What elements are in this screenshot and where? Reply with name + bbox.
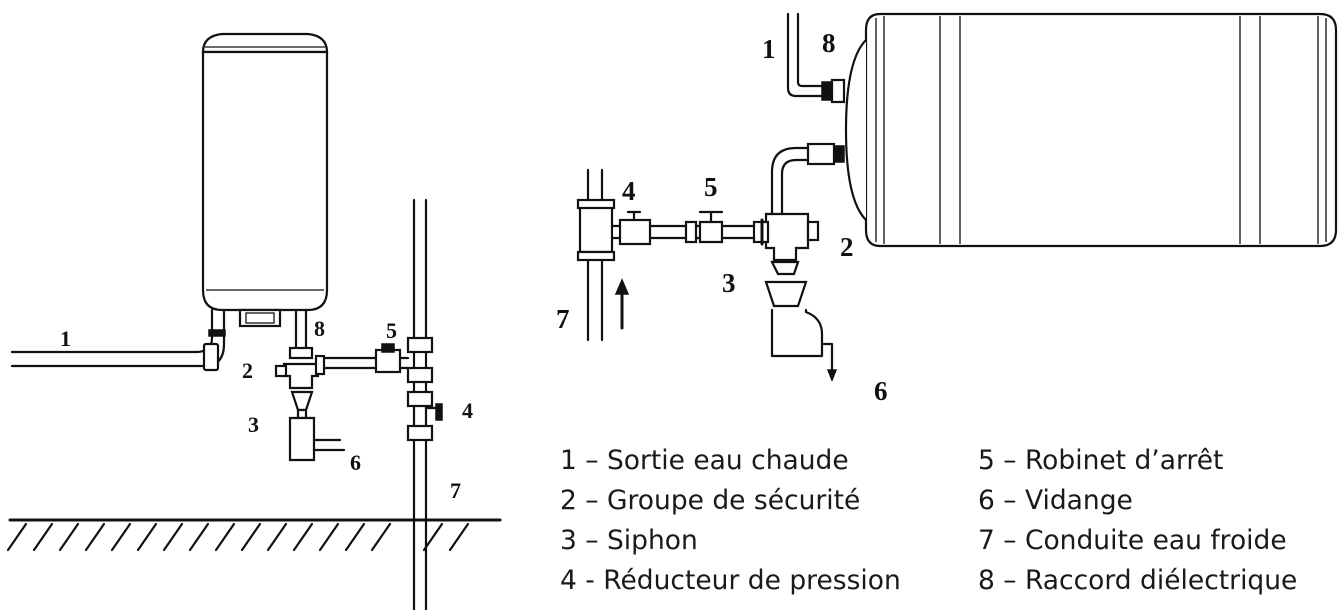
right-callout-6: 6 [874, 376, 888, 406]
ground-hatch-stroke [136, 522, 158, 552]
legend-item-6: 6 – Vidange [978, 485, 1133, 516]
ground-hatch-stroke [214, 522, 236, 552]
ground-hatch-stroke [318, 522, 340, 552]
right-callout-7: 7 [556, 304, 570, 334]
ground-hatch-stroke [448, 522, 470, 552]
legend-item-1: 1 – Sortie eau chaude [560, 445, 849, 476]
legend-item-5: 5 – Robinet d’arrêt [978, 445, 1224, 476]
horizontal-water-heater [844, 12, 1338, 248]
ground-hatch-stroke [6, 522, 28, 552]
right-callout-8: 8 [822, 28, 836, 58]
right-hot-outlet [786, 12, 846, 104]
ground-hatch-stroke [162, 522, 184, 552]
left-callout-5: 5 [386, 318, 397, 343]
hot-water-outlet-pipe [10, 308, 226, 372]
left-callout-6: 6 [350, 450, 361, 475]
left-callout-7: 7 [450, 478, 461, 503]
ground-hatch-stroke [344, 522, 366, 552]
right-callout-4: 4 [622, 176, 636, 206]
ground-hatch-stroke [188, 522, 210, 552]
right-callout-1: 1 [762, 34, 776, 64]
left-callouts: 1 2 3 4 5 6 7 8 [60, 316, 473, 503]
right-cold-main [576, 168, 630, 342]
right-callout-2: 2 [840, 232, 854, 262]
legend: 1 – Sortie eau chaude 5 – Robinet d’arrê… [560, 442, 1336, 600]
ground-hatch-stroke [84, 522, 106, 552]
ground-hatch-stroke [58, 522, 80, 552]
cold-supply-line [322, 343, 410, 374]
left-callout-1: 1 [60, 326, 71, 351]
left-callout-3: 3 [248, 412, 259, 437]
ground-hatch-stroke [292, 522, 314, 552]
right-callout-5: 5 [704, 172, 718, 202]
right-callouts: 1 2 3 4 5 6 7 8 [556, 28, 888, 406]
ground-hatch-stroke [110, 522, 132, 552]
legend-item-8: 8 – Raccord diélectrique [978, 565, 1298, 596]
right-cold-inlet [764, 142, 845, 383]
ground-hatch-stroke [370, 522, 392, 552]
right-supply-line [618, 210, 770, 246]
legend-item-3: 3 – Siphon [560, 525, 698, 556]
left-callout-2: 2 [242, 358, 253, 383]
legend-item-2: 2 – Groupe de sécurité [560, 485, 861, 516]
ground-hatch-stroke [240, 522, 262, 552]
cold-inlet-pipe [274, 308, 346, 462]
vertical-water-heater [201, 32, 329, 328]
ground-hatch-stroke [422, 522, 444, 552]
ground-line [6, 518, 502, 552]
ground-hatch-stroke [32, 522, 54, 552]
left-callout-4: 4 [462, 398, 473, 423]
left-callout-8: 8 [314, 316, 325, 341]
ground-hatch-stroke [266, 522, 288, 552]
right-callout-3: 3 [722, 268, 736, 298]
cold-water-main [406, 198, 443, 610]
legend-item-7: 7 – Conduite eau froide [978, 525, 1287, 556]
legend-item-4: 4 - Réducteur de pression [560, 565, 901, 596]
